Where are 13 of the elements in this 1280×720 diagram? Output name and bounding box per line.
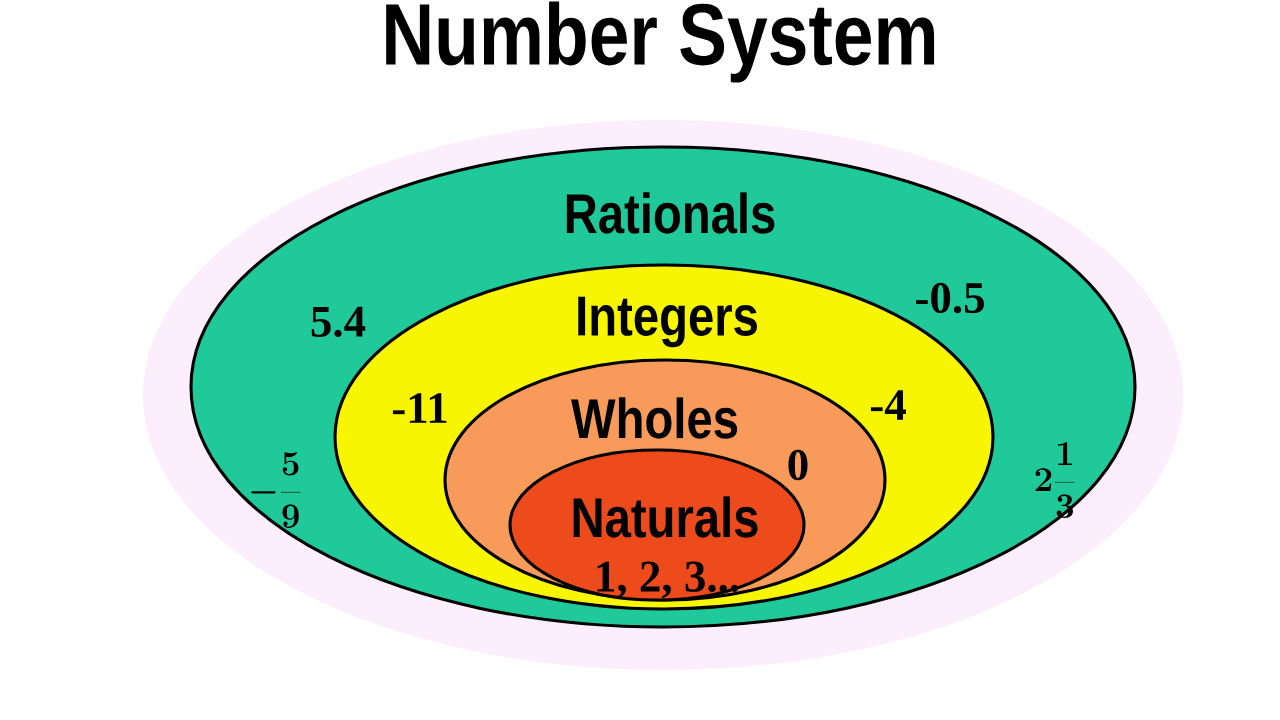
set-label: Integers	[578, 296, 757, 348]
number-label: 5.4	[311, 306, 366, 338]
number-label: $2\frac{1}{3}$	[1035, 442, 1075, 518]
number-label: 1, 2, 3...	[597, 561, 739, 599]
set-label: Naturals	[573, 496, 758, 538]
number-label: 0	[788, 449, 808, 481]
number-label: $-\frac{5}{9}$	[251, 452, 301, 528]
number-label: -0.5	[916, 282, 984, 314]
set-label: Rationals	[566, 192, 775, 234]
set-label: Wholes	[571, 397, 738, 439]
title: Number System	[386, 1, 935, 83]
number-label: -4	[870, 390, 906, 420]
number-label: -11	[392, 393, 447, 423]
